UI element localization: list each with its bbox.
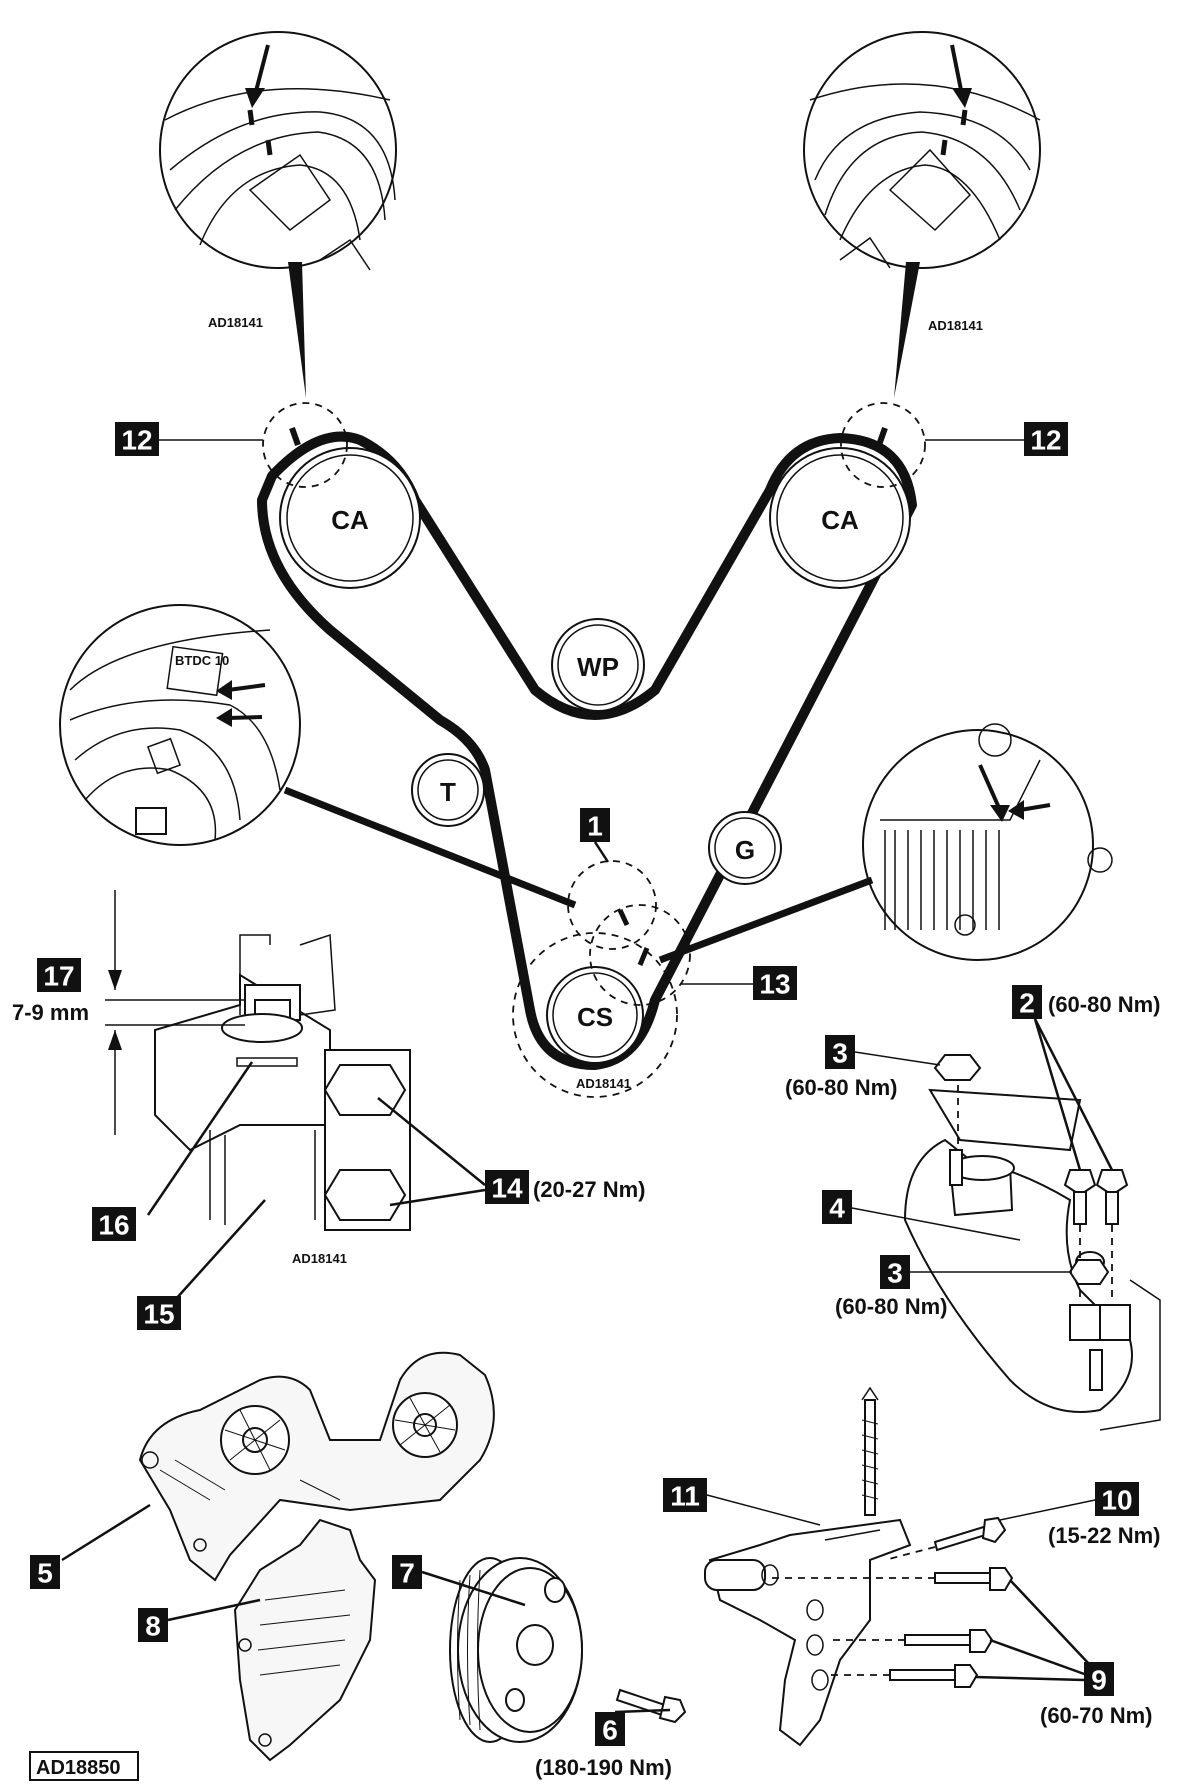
svg-text:(60-70 Nm): (60-70 Nm) <box>1040 1703 1152 1728</box>
svg-text:7-9 mm: 7-9 mm <box>12 1000 89 1025</box>
svg-text:12: 12 <box>1030 425 1061 456</box>
svg-text:13: 13 <box>759 969 790 1000</box>
engine-mount-bracket <box>903 1088 1161 1431</box>
ref-code-main: AD18850 <box>29 1751 139 1781</box>
svg-text:15: 15 <box>143 1299 174 1330</box>
svg-text:17: 17 <box>43 961 74 992</box>
callout-14: 14 (20-27 Nm) <box>377 1097 645 1207</box>
highlight-circle-cam-left <box>262 402 348 488</box>
svg-text:(60-80 Nm): (60-80 Nm) <box>785 1075 897 1100</box>
callout-13: 13 <box>680 966 797 1000</box>
highlight-circle-cam-right <box>840 402 926 488</box>
callout-9: 9 (60-70 Nm) <box>974 1579 1152 1728</box>
callout-5: 5 <box>30 1503 151 1589</box>
water-pump-pulley: WP <box>551 618 645 712</box>
mount-bolts-2 <box>1063 1169 1129 1300</box>
svg-text:G: G <box>735 835 755 865</box>
callout-12-left: 12 <box>115 422 263 456</box>
svg-text:T: T <box>440 777 456 807</box>
camshaft-pulley-left: CA <box>279 447 421 589</box>
svg-text:BTDC 10: BTDC 10 <box>175 653 229 668</box>
callout-2: 2 (60-80 Nm) <box>1012 985 1160 1171</box>
timing-marks <box>289 427 888 966</box>
callout-10: 10 (15-22 Nm) <box>999 1482 1160 1548</box>
leader-sprocket-detail <box>658 876 874 964</box>
svg-text:(60-80 Nm): (60-80 Nm) <box>1048 992 1160 1017</box>
svg-text:CA: CA <box>331 505 369 535</box>
svg-text:3: 3 <box>832 1038 848 1069</box>
svg-text:14: 14 <box>491 1173 523 1204</box>
detail-pointer-left <box>288 262 306 398</box>
svg-text:4: 4 <box>829 1193 845 1224</box>
detail-crank-pulley-tdc: BTDC 10 <box>59 604 301 846</box>
svg-text:1: 1 <box>587 811 603 842</box>
crankshaft-pulley: CS <box>546 966 644 1064</box>
svg-text:8: 8 <box>145 1611 161 1642</box>
tensioner-pulley: T <box>411 753 485 827</box>
svg-text:12: 12 <box>121 425 152 456</box>
ref-code-center: AD18141 <box>576 1076 631 1091</box>
callout-7: 7 <box>392 1555 526 1607</box>
idler-pulley: G <box>708 811 782 885</box>
crankshaft-pulley-bolt <box>615 1688 687 1724</box>
highlight-circle-crank-sprocket <box>589 904 691 1006</box>
callout-8: 8 <box>138 1598 261 1642</box>
callout-4: 4 <box>822 1190 1021 1241</box>
detail-pointer-right <box>894 262 920 398</box>
callout-1: 1 <box>580 808 610 863</box>
callout-15: 15 <box>137 1199 266 1330</box>
highlight-circle-crankshaft <box>512 932 678 1098</box>
idler-bracket <box>704 1386 912 1747</box>
dimension-7-9mm: 17 7-9 mm <box>12 890 245 1135</box>
callout-16: 16 <box>92 1061 254 1241</box>
detail-camshaft-right <box>803 31 1041 269</box>
callout-12-right: 12 <box>925 422 1068 456</box>
ref-code-top-right: AD18141 <box>928 318 983 333</box>
camshaft-pulley-right: CA <box>769 447 911 589</box>
svg-text:6: 6 <box>602 1715 618 1746</box>
svg-text:AD18850: AD18850 <box>36 1757 121 1779</box>
svg-text:(60-80 Nm): (60-80 Nm) <box>835 1294 947 1319</box>
callout-6: 6 (180-190 Nm) <box>535 1708 672 1780</box>
svg-text:(180-190 Nm): (180-190 Nm) <box>535 1755 672 1780</box>
svg-text:CS: CS <box>577 1002 613 1032</box>
svg-text:11: 11 <box>670 1481 700 1512</box>
mount-nut-3-upper <box>933 1054 982 1150</box>
idler-bracket-bolts <box>765 1516 1014 1688</box>
ref-code-top-left: AD18141 <box>208 315 263 330</box>
timing-cover-lower <box>233 1518 377 1762</box>
highlight-circle-crank-mark <box>567 860 657 950</box>
svg-text:WP: WP <box>577 652 619 682</box>
crankshaft-pulley-part <box>449 1557 583 1743</box>
callout-11: 11 <box>663 1478 821 1526</box>
callout-3-upper: 3 (60-80 Nm) <box>785 1035 941 1100</box>
svg-text:(20-27 Nm): (20-27 Nm) <box>533 1177 645 1202</box>
svg-text:(15-22 Nm): (15-22 Nm) <box>1048 1523 1160 1548</box>
detail-camshaft-left <box>159 31 397 271</box>
svg-text:9: 9 <box>1091 1665 1107 1696</box>
timing-cover-upper <box>138 1351 495 1582</box>
svg-text:3: 3 <box>887 1258 903 1289</box>
svg-text:5: 5 <box>37 1558 53 1589</box>
svg-text:7: 7 <box>399 1558 415 1589</box>
svg-text:10: 10 <box>1101 1485 1132 1516</box>
mount-nut-3-lower <box>1068 1259 1110 1285</box>
tensioner-assembly <box>154 933 411 1231</box>
callout-3-lower: 3 (60-80 Nm) <box>835 1255 1072 1319</box>
leader-tdc-detail <box>283 786 577 909</box>
ref-code-tensioner: AD18141 <box>292 1251 347 1266</box>
svg-text:CA: CA <box>821 505 859 535</box>
svg-text:16: 16 <box>98 1210 129 1241</box>
svg-text:2: 2 <box>1019 988 1035 1019</box>
detail-crank-sprocket <box>862 723 1113 961</box>
